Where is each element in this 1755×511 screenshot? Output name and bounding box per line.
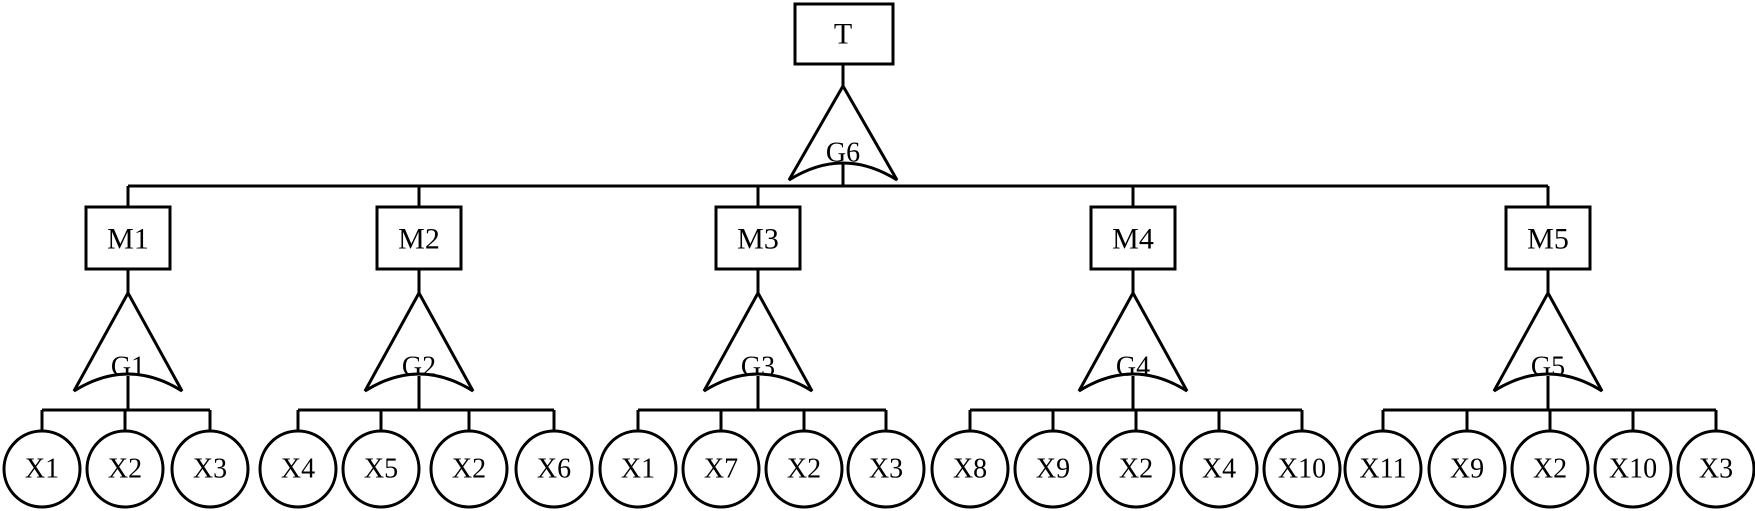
event-label-m4: M4 bbox=[1112, 223, 1154, 256]
basic-event-label: X4 bbox=[1202, 454, 1236, 485]
basic-event-label: X11 bbox=[1359, 454, 1406, 485]
basic-event-label: X7 bbox=[704, 454, 738, 485]
event-box-m2 bbox=[375, 205, 463, 271]
basic-event-label: X10 bbox=[1278, 454, 1326, 485]
basic-event-circle bbox=[170, 429, 250, 509]
basic-event-circle bbox=[598, 429, 678, 509]
gate-symbol-g3 bbox=[699, 289, 817, 396]
basic-event-label: X6 bbox=[537, 454, 571, 485]
gate-symbol-g2 bbox=[360, 289, 478, 396]
basic-event-circle bbox=[514, 429, 594, 509]
basic-event-circle bbox=[1096, 429, 1176, 509]
event-label-m2: M2 bbox=[398, 223, 440, 256]
event-box-m1 bbox=[84, 205, 172, 271]
basic-event-label: X10 bbox=[1609, 454, 1657, 485]
basic-event-label: X3 bbox=[869, 454, 903, 485]
top-gate-symbol bbox=[787, 82, 899, 182]
gate-symbol-g1 bbox=[69, 289, 187, 396]
basic-event-circle bbox=[1427, 429, 1507, 509]
basic-event-label: X2 bbox=[1533, 454, 1567, 485]
basic-event-circle bbox=[1179, 429, 1259, 509]
basic-event-label: X2 bbox=[452, 454, 486, 485]
basic-event-label: X9 bbox=[1450, 454, 1484, 485]
basic-event-circle bbox=[2, 429, 82, 509]
top-event-label: T bbox=[834, 18, 852, 51]
basic-event-circle bbox=[85, 429, 165, 509]
event-label-m1: M1 bbox=[107, 223, 149, 256]
basic-event-circle bbox=[1013, 429, 1093, 509]
basic-event-circle bbox=[429, 429, 509, 509]
basic-event-circle bbox=[1676, 429, 1755, 509]
basic-event-label: X8 bbox=[953, 454, 987, 485]
basic-event-circle bbox=[764, 429, 844, 509]
basic-event-circle bbox=[258, 429, 338, 509]
basic-event-label: X5 bbox=[364, 454, 398, 485]
basic-event-label: X1 bbox=[25, 454, 59, 485]
basic-event-label: X3 bbox=[193, 454, 227, 485]
basic-event-circle bbox=[1262, 429, 1342, 509]
basic-event-circle bbox=[1343, 429, 1423, 509]
basic-event-label: X4 bbox=[281, 454, 315, 485]
event-box-m4 bbox=[1089, 205, 1177, 271]
event-label-m5: M5 bbox=[1527, 223, 1569, 256]
gate-symbol-g4 bbox=[1074, 289, 1192, 396]
basic-event-circle bbox=[930, 429, 1010, 509]
basic-event-circle bbox=[681, 429, 761, 509]
basic-event-circle bbox=[341, 429, 421, 509]
basic-event-label: X2 bbox=[108, 454, 142, 485]
basic-event-label: X1 bbox=[621, 454, 655, 485]
basic-event-circle bbox=[846, 429, 926, 509]
basic-event-circle bbox=[1510, 429, 1590, 509]
basic-event-label: X3 bbox=[1699, 454, 1733, 485]
gate-symbol-g5 bbox=[1489, 289, 1607, 396]
basic-event-circle bbox=[1593, 429, 1673, 509]
basic-event-label: X2 bbox=[1119, 454, 1153, 485]
basic-event-label: X2 bbox=[787, 454, 821, 485]
event-box-m5 bbox=[1504, 205, 1592, 271]
event-label-m3: M3 bbox=[737, 223, 779, 256]
basic-event-label: X9 bbox=[1036, 454, 1070, 485]
event-box-m3 bbox=[714, 205, 802, 271]
top-gate-label: G6 bbox=[826, 138, 860, 169]
